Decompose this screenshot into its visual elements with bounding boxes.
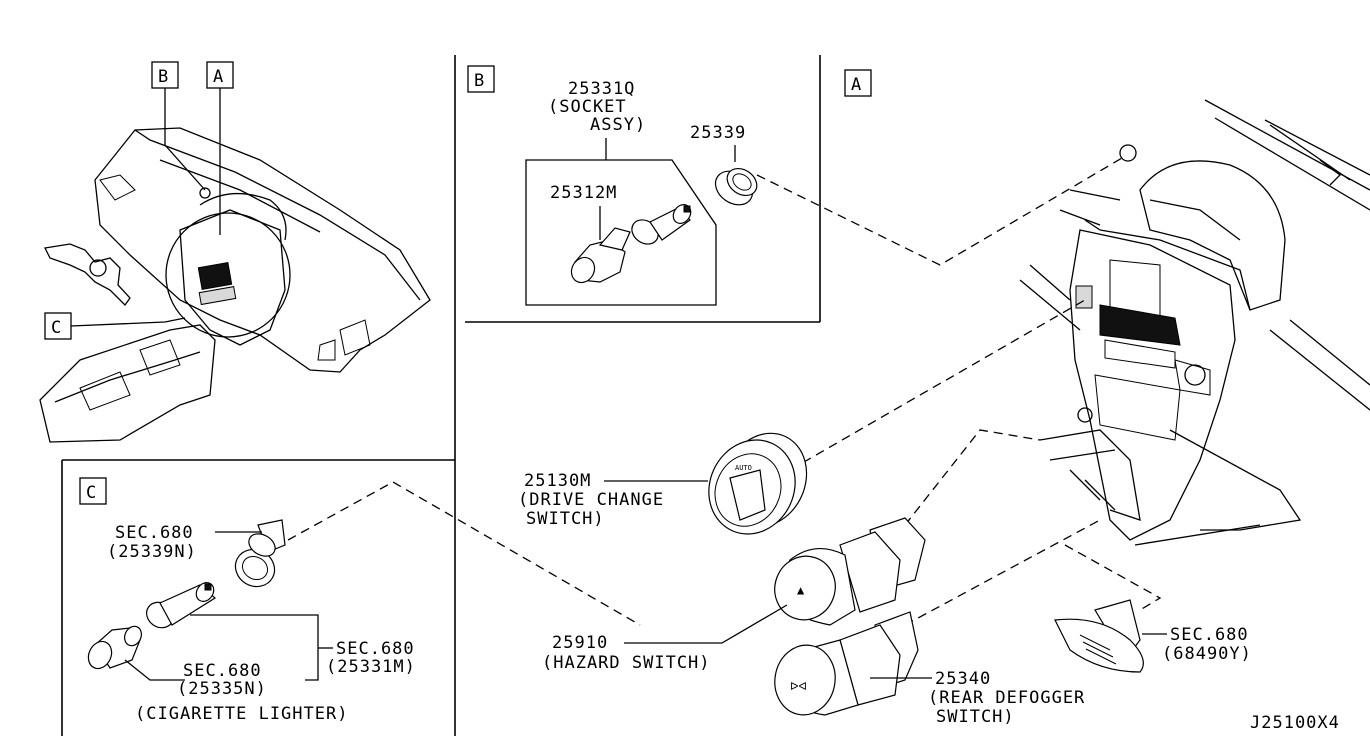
callout-b-top: B <box>151 61 206 191</box>
svg-text:25331Q: 25331Q <box>568 79 635 99</box>
svg-text:25340: 25340 <box>935 669 991 689</box>
svg-text:25339: 25339 <box>690 123 746 143</box>
ring-25339n-part <box>234 519 286 588</box>
svg-text:(25339N): (25339N) <box>107 542 197 562</box>
panel-b: B 25331Q (SOCKET ASSY) 25339 25312M <box>467 65 758 306</box>
drive-change-switch-part: AUTO <box>708 432 808 535</box>
svg-text:(25331M): (25331M) <box>326 657 416 677</box>
svg-text:ASSY): ASSY) <box>590 115 646 135</box>
svg-text:(CIGARETTE LIGHTER): (CIGARETTE LIGHTER) <box>135 704 348 724</box>
socket-tube-part <box>146 582 217 629</box>
lid-68490y-part <box>1054 599 1144 673</box>
svg-text:J25100X4: J25100X4 <box>1250 713 1340 733</box>
dashboard-overview <box>39 127 431 443</box>
socket-ring-part <box>714 167 758 206</box>
svg-text:(68490Y): (68490Y) <box>1162 644 1252 664</box>
panel-a: A <box>518 69 1370 733</box>
dashboard-detail <box>1019 99 1370 546</box>
svg-text:SEC.680: SEC.680 <box>1170 625 1249 645</box>
svg-text:(HAZARD SWITCH): (HAZARD SWITCH) <box>542 653 711 673</box>
svg-text:B: B <box>158 67 169 87</box>
svg-text:25910: 25910 <box>552 633 608 653</box>
lighter-element-part <box>87 625 142 670</box>
svg-text:25130M: 25130M <box>524 471 591 491</box>
svg-text:C: C <box>86 483 97 503</box>
svg-text:▲: ▲ <box>797 583 805 597</box>
svg-text:C: C <box>51 318 62 338</box>
svg-text:SEC.680: SEC.680 <box>336 639 415 659</box>
panel-frames <box>61 55 821 736</box>
callout-a-top: A <box>206 61 234 235</box>
rear-defogger-switch-part: ᐅᐊ <box>774 611 919 716</box>
panel-c: C SEC.680 (25339N) SEC.680 (25331M) <box>79 477 641 724</box>
callout-c-top: C <box>44 312 186 340</box>
hazard-switch-part: ▲ <box>774 517 926 626</box>
svg-text:(SOCKET: (SOCKET <box>548 97 627 117</box>
svg-text:SEC.680: SEC.680 <box>115 523 194 543</box>
svg-text:(DRIVE CHANGE: (DRIVE CHANGE <box>518 490 664 510</box>
svg-text:SWITCH): SWITCH) <box>526 509 605 529</box>
svg-text:A: A <box>213 67 224 87</box>
svg-text:SWITCH): SWITCH) <box>936 707 1015 727</box>
svg-text:AUTO: AUTO <box>735 464 752 472</box>
svg-text:A: A <box>851 75 862 95</box>
svg-text:B: B <box>474 71 485 91</box>
svg-text:ᐅᐊ: ᐅᐊ <box>790 680 807 693</box>
lighter-plug-part <box>570 204 692 284</box>
svg-text:(25335N): (25335N) <box>177 679 267 699</box>
svg-text:SEC.680: SEC.680 <box>183 661 262 681</box>
svg-text:(REAR DEFOGGER: (REAR DEFOGGER <box>928 688 1085 708</box>
svg-text:25312M: 25312M <box>550 183 617 203</box>
